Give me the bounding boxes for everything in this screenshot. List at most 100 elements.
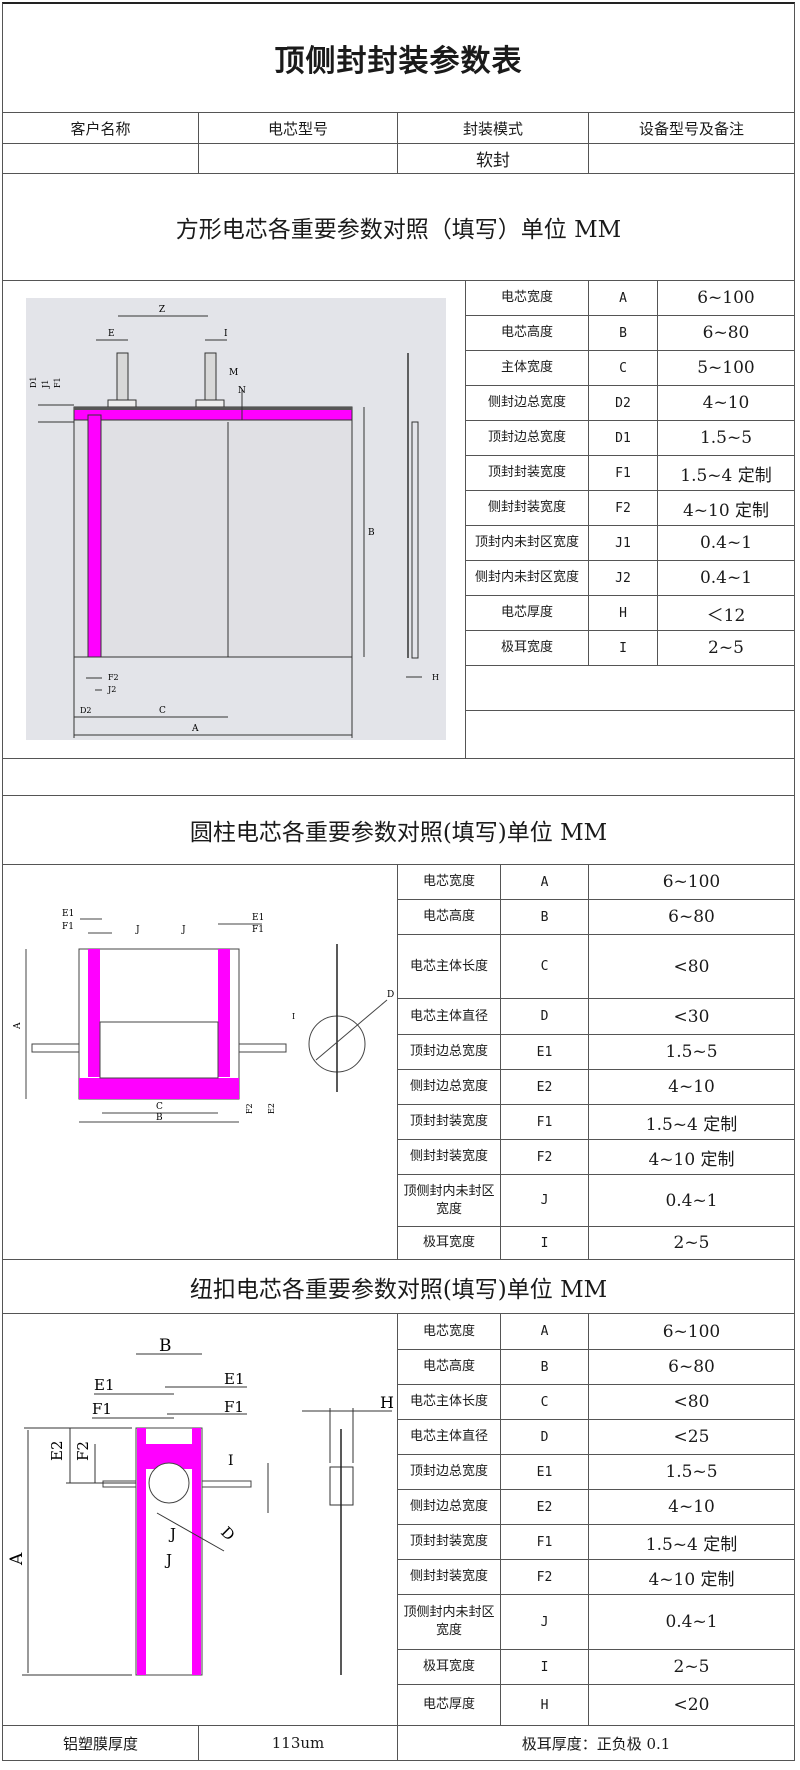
cell-model-value[interactable] <box>198 143 398 174</box>
cylinder-code-c: C <box>500 934 589 999</box>
cylinder-label-d: 电芯主体直径 <box>397 998 501 1035</box>
svg-text:H: H <box>380 1393 394 1412</box>
button-label-d: 电芯主体直径 <box>397 1419 501 1455</box>
spacer-row <box>2 758 795 796</box>
cylinder-label-i: 极耳宽度 <box>397 1226 501 1260</box>
svg-text:E1: E1 <box>252 913 264 923</box>
svg-text:J: J <box>135 925 140 935</box>
header-cell-model: 电芯型号 <box>198 112 398 144</box>
button-value-a[interactable]: 6~100 <box>588 1313 795 1350</box>
square-blank-row-2 <box>465 710 795 759</box>
button-value-e1[interactable]: 1.5~5 <box>588 1454 795 1490</box>
svg-text:J: J <box>181 925 186 935</box>
button-label-e1: 顶封边总宽度 <box>397 1454 501 1490</box>
button-value-d[interactable]: <25 <box>588 1419 795 1455</box>
svg-text:A: A <box>191 724 199 734</box>
header-customer-name: 客户名称 <box>2 112 199 144</box>
svg-text:D: D <box>387 990 394 1000</box>
cylinder-value-f1[interactable]: 1.5~4 定制 <box>588 1104 795 1140</box>
square-label-c: 主体宽度 <box>465 350 589 386</box>
button-code-c: C <box>500 1384 589 1420</box>
button-value-b[interactable]: 6~80 <box>588 1349 795 1385</box>
film-thickness-label: 铝塑膜厚度 <box>2 1725 199 1761</box>
square-value-f1[interactable]: 1.5~4 定制 <box>657 455 795 491</box>
square-value-b[interactable]: 6~80 <box>657 315 795 351</box>
cylinder-code-a: A <box>500 864 589 900</box>
svg-text:E: E <box>108 329 115 339</box>
square-code-i: I <box>588 630 658 666</box>
cylinder-value-j[interactable]: 0.4~1 <box>588 1174 795 1227</box>
square-value-d1[interactable]: 1.5~5 <box>657 420 795 456</box>
square-code-b: B <box>588 315 658 351</box>
package-mode-value[interactable]: 软封 <box>397 143 589 174</box>
cylinder-value-e1[interactable]: 1.5~5 <box>588 1034 795 1070</box>
svg-text:M: M <box>229 368 238 378</box>
button-code-e2: E2 <box>500 1489 589 1525</box>
svg-text:E2: E2 <box>267 1103 276 1114</box>
square-label-d1: 顶封边总宽度 <box>465 420 589 456</box>
tab-thickness-note: 极耳厚度：正负极 0.1 <box>397 1725 795 1761</box>
svg-text:A: A <box>7 1552 27 1566</box>
square-code-j1: J1 <box>588 525 658 561</box>
button-value-e2[interactable]: 4~10 <box>588 1489 795 1525</box>
square-value-c[interactable]: 5~100 <box>657 350 795 386</box>
cylinder-value-b[interactable]: 6~80 <box>588 899 795 935</box>
customer-name-value[interactable] <box>2 143 199 174</box>
cylinder-label-j: 顶侧封内未封区宽度 <box>397 1174 501 1227</box>
button-value-f1[interactable]: 1.5~4 定制 <box>588 1524 795 1560</box>
cylinder-code-f1: F1 <box>500 1104 589 1140</box>
svg-text:F1: F1 <box>224 1398 244 1416</box>
square-blank-row-1 <box>465 665 795 711</box>
svg-text:F2: F2 <box>74 1441 92 1461</box>
cylinder-code-e2: E2 <box>500 1069 589 1105</box>
button-label-a: 电芯宽度 <box>397 1313 501 1350</box>
button-code-a: A <box>500 1313 589 1350</box>
svg-text:B: B <box>368 528 375 538</box>
square-value-a[interactable]: 6~100 <box>657 280 795 316</box>
cylinder-label-b: 电芯高度 <box>397 899 501 935</box>
svg-text:F2: F2 <box>108 673 119 682</box>
equipment-notes-value[interactable] <box>588 143 795 174</box>
button-code-b: B <box>500 1349 589 1385</box>
button-cell-diagram: B E1 F1 E1 F1 A E2 F2 I D J J H <box>7 1336 394 1676</box>
cylinder-value-i[interactable]: 2~5 <box>588 1226 795 1260</box>
square-label-a: 电芯宽度 <box>465 280 589 316</box>
svg-text:I: I <box>292 1012 295 1021</box>
square-value-j1[interactable]: 0.4~1 <box>657 525 795 561</box>
button-value-j[interactable]: 0.4~1 <box>588 1594 795 1650</box>
button-value-i[interactable]: 2~5 <box>588 1649 795 1685</box>
cylinder-label-e2: 侧封边总宽度 <box>397 1069 501 1105</box>
square-value-f2[interactable]: 4~10 定制 <box>657 490 795 526</box>
svg-text:C: C <box>159 706 166 716</box>
square-value-j2[interactable]: 0.4~1 <box>657 560 795 596</box>
square-label-h: 电芯厚度 <box>465 595 589 631</box>
cylinder-cell-diagram: A E1 F1 E1 F1 J J C B F2 E2 I D <box>13 909 394 1123</box>
cylinder-value-a[interactable]: 6~100 <box>588 864 795 900</box>
cylinder-value-e2[interactable]: 4~10 <box>588 1069 795 1105</box>
cylinder-label-f2: 侧封封装宽度 <box>397 1139 501 1175</box>
cylinder-value-f2[interactable]: 4~10 定制 <box>588 1139 795 1175</box>
svg-text:D1: D1 <box>29 376 38 388</box>
dim-z-label: Z <box>159 305 165 315</box>
svg-text:J: J <box>168 1525 176 1543</box>
button-value-h[interactable]: <20 <box>588 1684 795 1726</box>
svg-text:J2: J2 <box>107 685 116 694</box>
button-label-i: 极耳宽度 <box>397 1649 501 1685</box>
button-code-f1: F1 <box>500 1524 589 1560</box>
button-label-b: 电芯高度 <box>397 1349 501 1385</box>
cylinder-code-f2: F2 <box>500 1139 589 1175</box>
square-value-i[interactable]: 2~5 <box>657 630 795 666</box>
svg-text:F1: F1 <box>53 377 62 388</box>
button-label-c: 电芯主体长度 <box>397 1384 501 1420</box>
square-value-h[interactable]: ＜12 <box>657 595 795 631</box>
cylinder-value-d[interactable]: <30 <box>588 998 795 1035</box>
cylinder-value-c[interactable]: <80 <box>588 934 795 999</box>
film-thickness-value[interactable]: 113um <box>198 1725 398 1761</box>
button-value-f2[interactable]: 4~10 定制 <box>588 1559 795 1595</box>
square-value-d2[interactable]: 4~10 <box>657 385 795 421</box>
svg-text:C: C <box>156 1102 163 1112</box>
button-value-c[interactable]: <80 <box>588 1384 795 1420</box>
svg-text:E1: E1 <box>62 909 74 919</box>
svg-text:D: D <box>217 1523 238 1544</box>
button-code-i: I <box>500 1649 589 1685</box>
